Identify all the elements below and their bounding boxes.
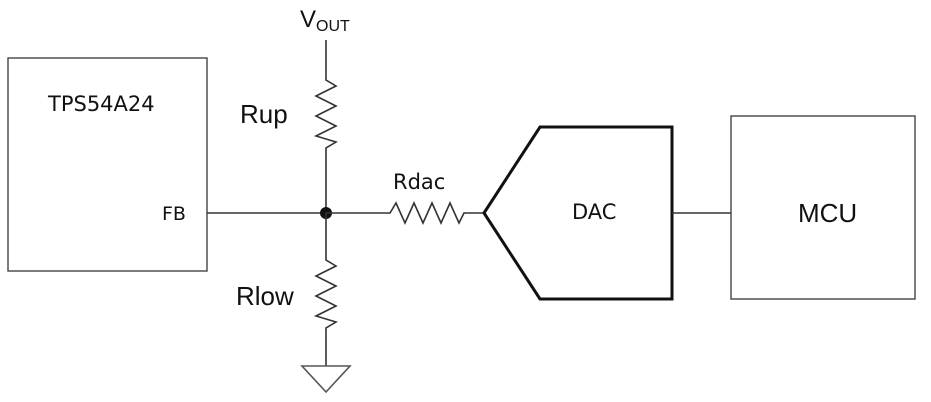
mcu-label: MCU	[798, 198, 857, 228]
ic-label: TPS54A24	[47, 92, 155, 116]
rlow-label: Rlow	[236, 281, 294, 311]
mcu-box	[730, 115, 916, 300]
rup-resistor	[313, 40, 338, 213]
ground-symbol	[300, 365, 352, 394]
fb-pin-label: FB	[162, 203, 186, 225]
rdac-resistor	[326, 201, 484, 225]
vout-label: VOUT	[300, 6, 350, 35]
ic-box	[7, 57, 208, 272]
dac-label: DAC	[572, 200, 616, 224]
rdac-label: Rdac	[393, 170, 445, 194]
rlow-resistor	[313, 213, 338, 366]
vout-main: V	[300, 6, 316, 33]
rup-label: Rup	[240, 99, 288, 129]
vout-subscript: OUT	[316, 18, 350, 35]
